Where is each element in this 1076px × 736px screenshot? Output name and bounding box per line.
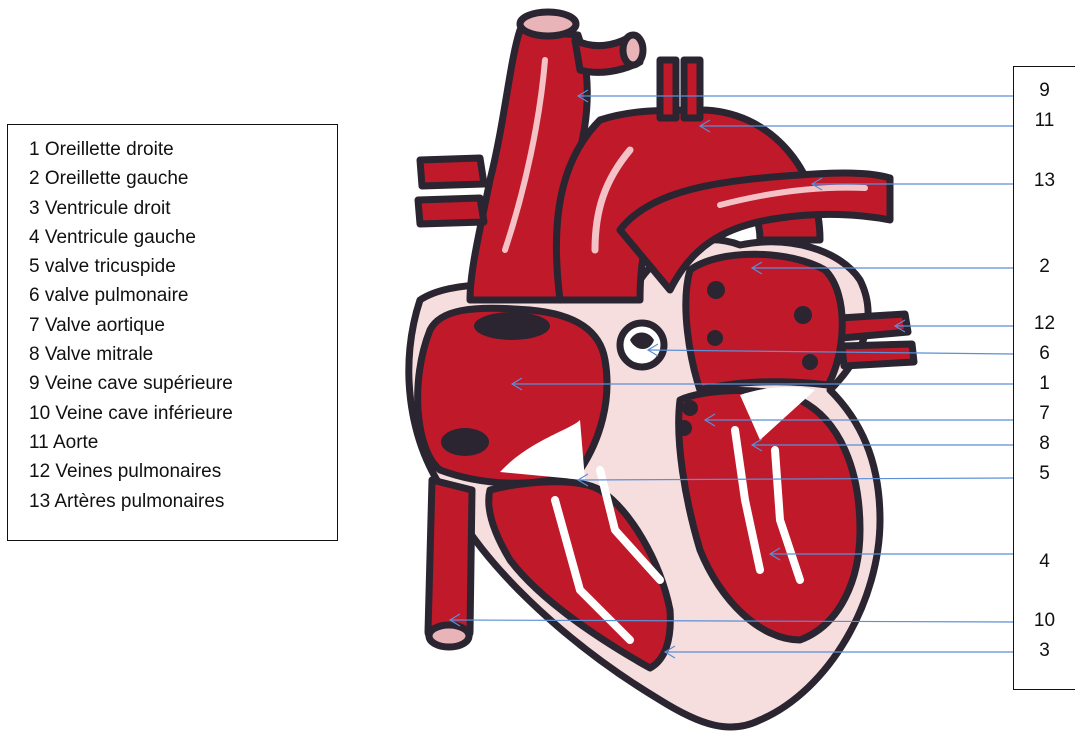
ra-spot-1 xyxy=(474,312,550,340)
callout-number: 11 xyxy=(1014,110,1075,132)
svc-branch-opening xyxy=(623,35,643,65)
svc-opening xyxy=(520,12,576,36)
callout-number: 5 xyxy=(1014,463,1075,485)
left-atrium xyxy=(686,254,842,390)
left-vessel-upper xyxy=(420,158,484,186)
ra-spot-2 xyxy=(441,428,489,456)
callout-number: 2 xyxy=(1014,256,1075,278)
callout-number: 7 xyxy=(1014,403,1075,425)
la-spot-2 xyxy=(794,306,812,324)
callout-number: 8 xyxy=(1014,433,1075,455)
callout-number: 6 xyxy=(1014,343,1075,365)
lv-spot-2 xyxy=(676,420,692,436)
la-spot-4 xyxy=(802,354,818,370)
callout-number: 10 xyxy=(1014,610,1075,632)
lv-spot-1 xyxy=(682,400,698,416)
inferior-vena-cava xyxy=(428,480,472,642)
la-spot-1 xyxy=(707,281,725,299)
pulmonary-vein-lower xyxy=(842,344,914,366)
left-vessel-lower xyxy=(418,198,484,224)
callout-number: 1 xyxy=(1014,373,1075,395)
aortic-branch-1 xyxy=(660,60,676,118)
aortic-branch-2 xyxy=(684,60,700,118)
callout-number: 4 xyxy=(1014,551,1075,573)
callout-number: 9 xyxy=(1014,80,1075,102)
callout-number: 13 xyxy=(1014,170,1075,192)
ivc-opening xyxy=(429,625,469,647)
callout-number: 3 xyxy=(1014,640,1075,662)
callout-number: 12 xyxy=(1014,313,1075,335)
la-spot-3 xyxy=(707,330,723,346)
